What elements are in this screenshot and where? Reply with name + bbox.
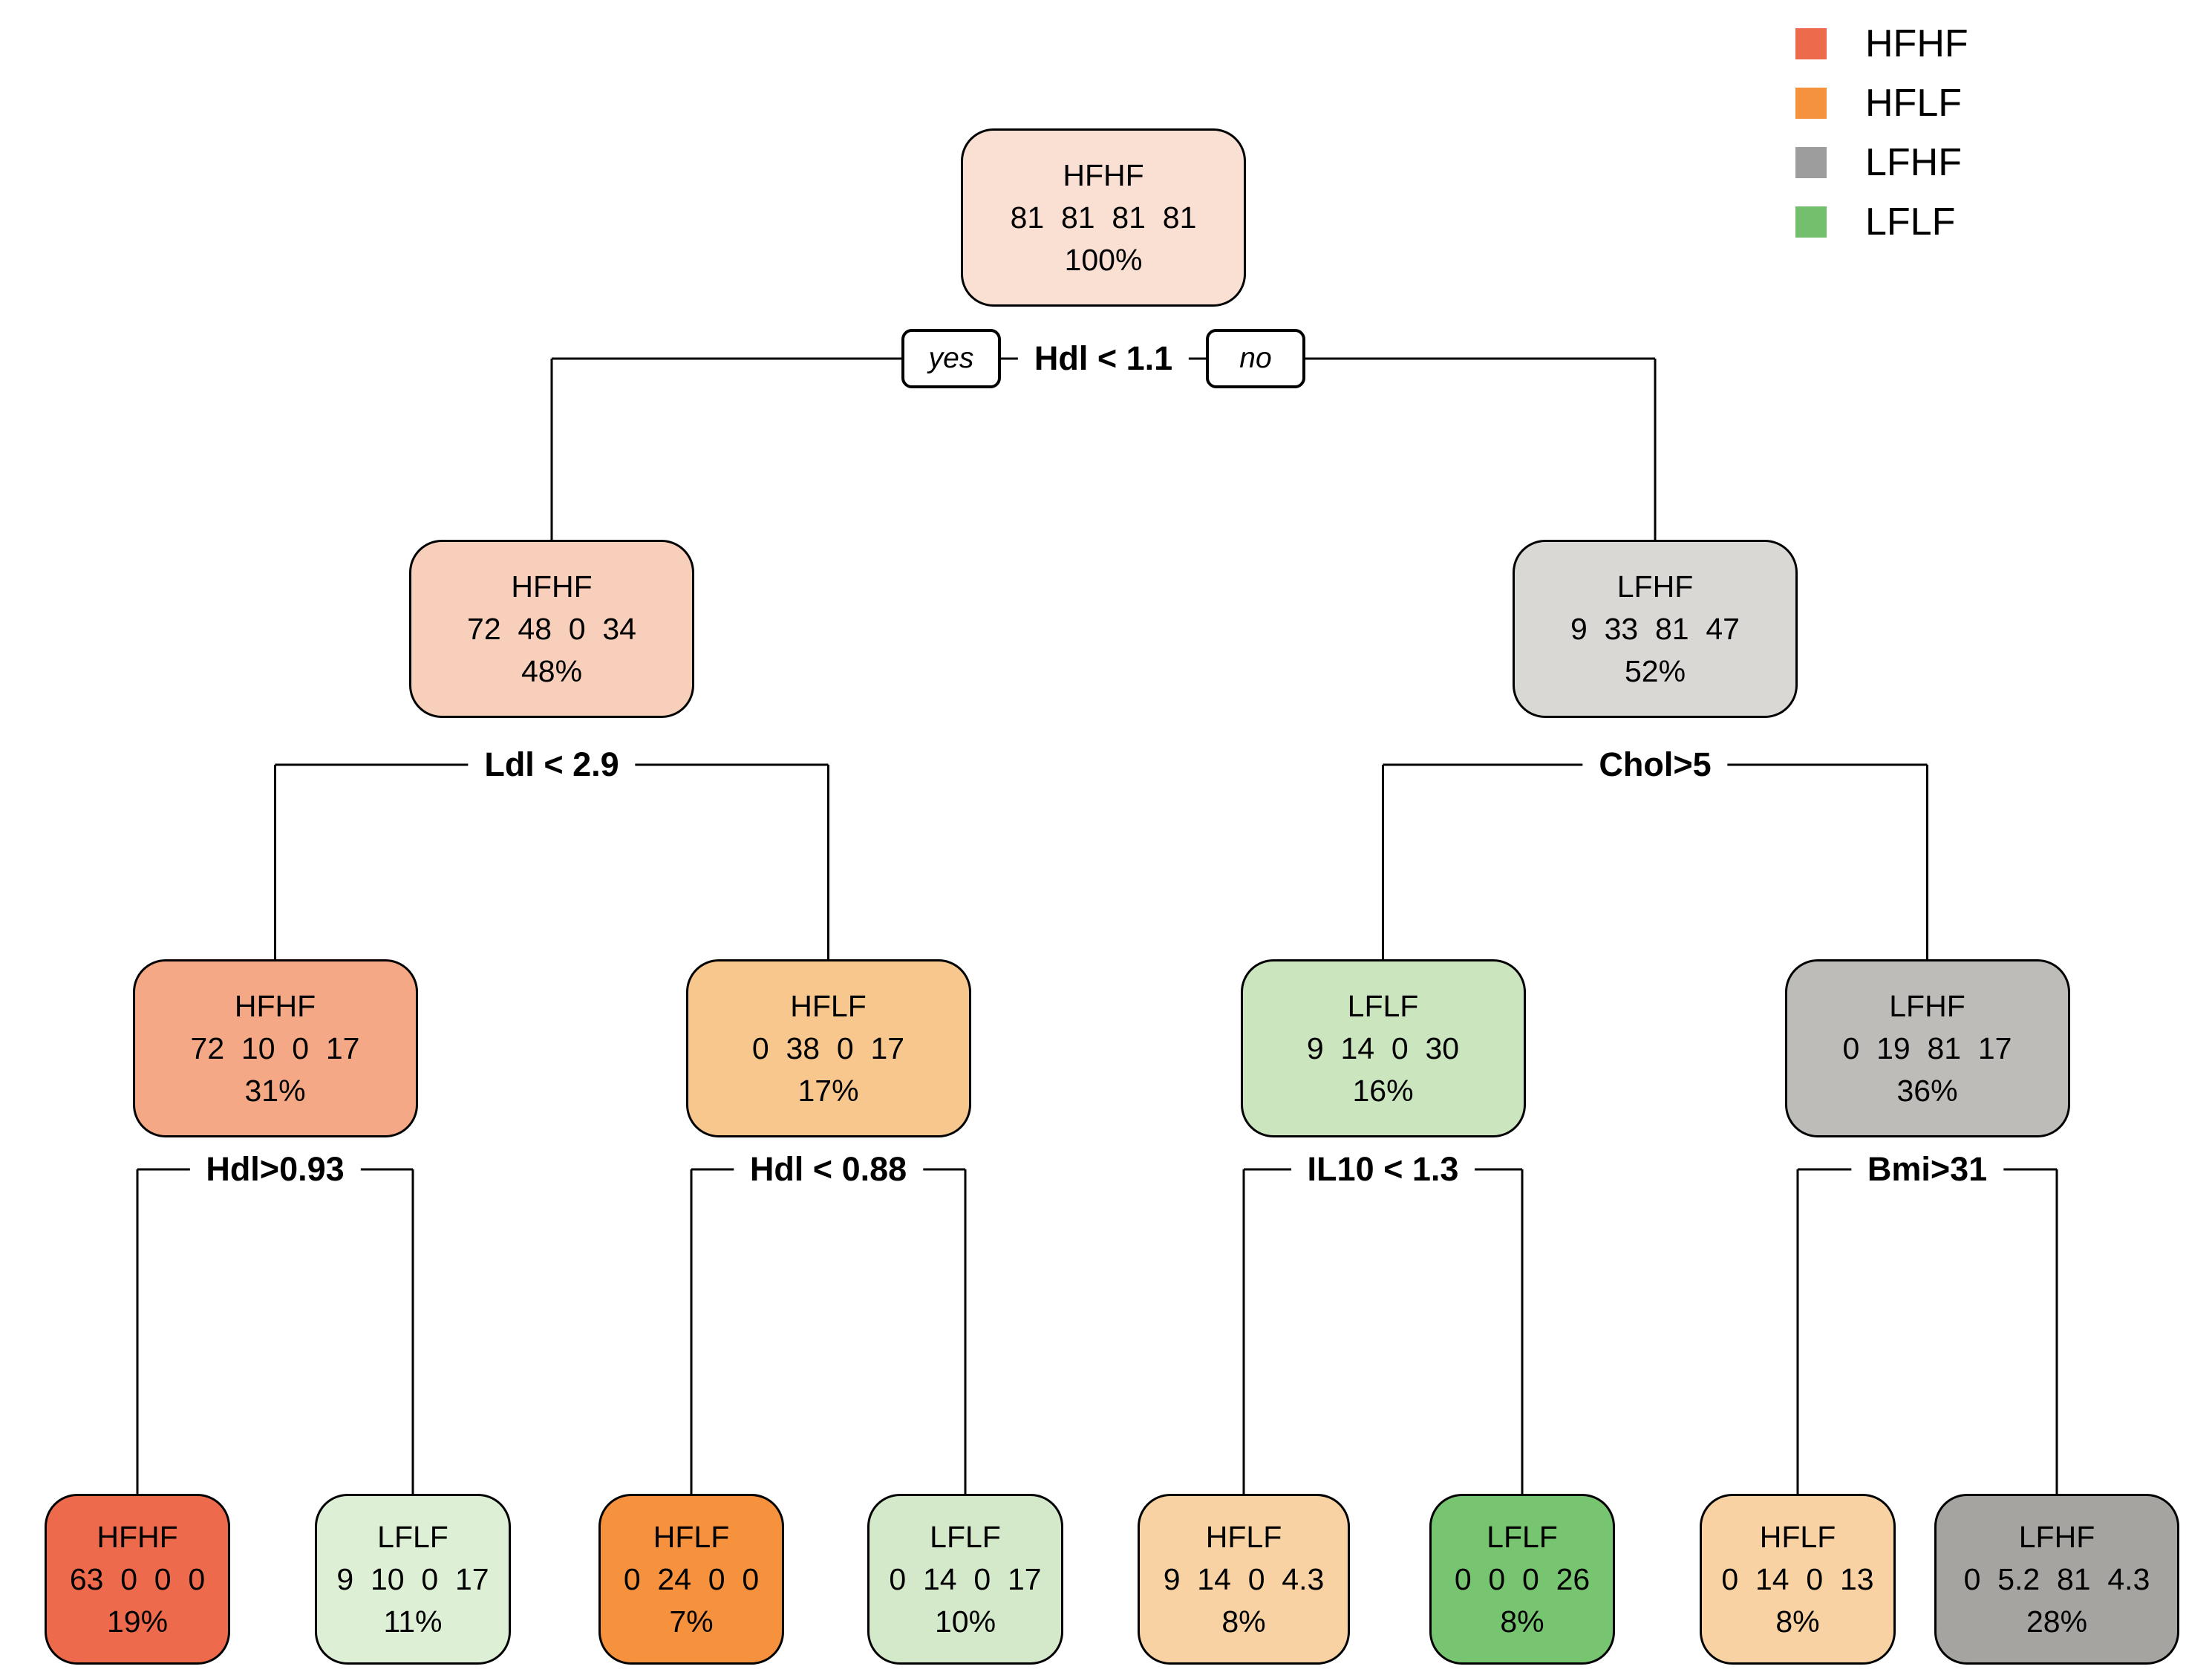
node-class-counts: 0 5.2 81 4.3	[1963, 1561, 2150, 1596]
tree-node-leaf-lflf-11: LFLF 9 10 0 17 11%	[315, 1494, 511, 1665]
node-class-label: LFHF	[1616, 569, 1694, 604]
node-class-label: LFLF	[1487, 1519, 1558, 1554]
legend-swatch-lfhf	[1795, 147, 1827, 178]
tree-node-leaf-hflf-8b: HFLF 0 14 0 13 8%	[1700, 1494, 1896, 1665]
tree-node-lfhf-52: LFHF 9 33 81 47 52%	[1513, 540, 1798, 718]
tree-node-leaf-hflf-7: HFLF 0 24 0 0 7%	[598, 1494, 784, 1665]
legend-item-hflf: HFLF	[1795, 82, 1968, 125]
node-coverage-percent: 8%	[1500, 1604, 1544, 1639]
legend-swatch-hfhf	[1795, 28, 1827, 59]
node-class-label: HFLF	[1759, 1519, 1836, 1554]
split-label-lfhf-36: Bmi>31	[1850, 1147, 2004, 1192]
tree-node-lflf-16: LFLF 9 14 0 30 16%	[1240, 959, 1526, 1137]
node-class-counts: 0 0 0 26	[1454, 1561, 1591, 1596]
node-coverage-percent: 31%	[244, 1073, 306, 1108]
legend-swatch-lflf	[1795, 206, 1827, 238]
node-class-label: LFLF	[930, 1519, 1001, 1554]
tree-node-leaf-lflf-8: LFLF 0 0 0 26 8%	[1429, 1494, 1615, 1665]
node-coverage-percent: 7%	[669, 1604, 714, 1639]
node-class-label: HFHF	[234, 988, 316, 1023]
node-class-counts: 9 10 0 17	[336, 1561, 489, 1596]
node-class-label: HFLF	[1205, 1519, 1282, 1554]
node-class-counts: 81 81 81 81	[1010, 200, 1197, 235]
node-coverage-percent: 10%	[934, 1604, 996, 1639]
tree-node-leaf-hfhf-19: HFHF 63 0 0 0 19%	[45, 1494, 230, 1665]
node-class-counts: 0 14 0 13	[1721, 1561, 1874, 1596]
tree-node-leaf-lflf-10: LFLF 0 14 0 17 10%	[867, 1494, 1063, 1665]
node-coverage-percent: 19%	[106, 1604, 169, 1639]
node-coverage-percent: 28%	[2026, 1604, 2088, 1639]
branch-tag-no: no	[1206, 329, 1305, 388]
node-class-counts: 72 48 0 34	[467, 611, 636, 646]
split-label-hfhf-31: Hdl>0.93	[189, 1147, 361, 1192]
branch-tag-yes: yes	[901, 329, 1001, 388]
node-class-label: LFHF	[1889, 988, 1965, 1023]
node-coverage-percent: 11%	[383, 1604, 443, 1639]
legend-item-lflf: LFLF	[1795, 200, 1968, 244]
tree-node-lfhf-36: LFHF 0 19 81 17 36%	[1784, 959, 2070, 1137]
legend-swatch-hflf	[1795, 88, 1827, 119]
node-class-label: HFLF	[653, 1519, 730, 1554]
split-label-hflf-17: Hdl < 0.88	[733, 1147, 924, 1192]
tree-node-hfhf-31: HFHF 72 10 0 17 31%	[132, 959, 418, 1137]
node-coverage-percent: 36%	[1896, 1073, 1958, 1108]
split-label-lflf-16: IL10 < 1.3	[1291, 1147, 1475, 1192]
node-class-counts: 63 0 0 0	[69, 1561, 206, 1596]
node-coverage-percent: 100%	[1064, 242, 1143, 277]
node-coverage-percent: 52%	[1624, 653, 1686, 688]
tree-node-leaf-hflf-8a: HFLF 9 14 0 4.3 8%	[1138, 1494, 1350, 1665]
node-class-label: HFHF	[511, 569, 593, 604]
node-coverage-percent: 48%	[521, 653, 583, 688]
node-class-counts: 0 14 0 17	[889, 1561, 1042, 1596]
legend-label-lfhf: LFHF	[1865, 141, 1962, 184]
node-class-label: LFHF	[2018, 1519, 2095, 1554]
legend-label-hfhf: HFHF	[1865, 22, 1968, 65]
tree-node-hfhf-48: HFHF 72 48 0 34 48%	[409, 540, 694, 718]
legend-item-hfhf: HFHF	[1795, 22, 1968, 65]
node-class-counts: 9 33 81 47	[1570, 611, 1740, 646]
node-coverage-percent: 8%	[1221, 1604, 1266, 1639]
node-coverage-percent: 16%	[1352, 1073, 1414, 1108]
split-label-root: Hdl < 1.1	[1017, 336, 1190, 381]
node-class-label: LFLF	[377, 1519, 448, 1554]
node-class-label: HFHF	[97, 1519, 178, 1554]
legend-label-hflf: HFLF	[1865, 82, 1962, 125]
node-class-counts: 9 14 0 30	[1306, 1031, 1460, 1065]
node-class-label: HFHF	[1063, 157, 1144, 192]
split-label-lfhf-52: Chol>5	[1582, 742, 1728, 787]
node-class-label: HFLF	[790, 988, 867, 1023]
node-coverage-percent: 17%	[797, 1073, 859, 1108]
tree-node-root: HFHF 81 81 81 81 100%	[961, 128, 1246, 307]
node-class-counts: 72 10 0 17	[190, 1031, 360, 1065]
node-class-counts: 9 14 0 4.3	[1163, 1561, 1325, 1596]
node-class-label: LFLF	[1347, 988, 1419, 1023]
node-class-counts: 0 38 0 17	[751, 1031, 905, 1065]
legend-item-lfhf: LFHF	[1795, 141, 1968, 184]
legend-label-lflf: LFLF	[1865, 200, 1956, 244]
legend: HFHF HFLF LFHF LFLF	[1795, 22, 1968, 244]
tree-node-leaf-lfhf-28: LFHF 0 5.2 81 4.3 28%	[1934, 1494, 2179, 1665]
split-label-hfhf-48: Ldl < 2.9	[468, 742, 636, 787]
node-class-counts: 0 24 0 0	[623, 1561, 760, 1596]
node-coverage-percent: 8%	[1775, 1604, 1820, 1639]
tree-node-hflf-17: HFLF 0 38 0 17 17%	[685, 959, 971, 1137]
node-class-counts: 0 19 81 17	[1842, 1031, 2012, 1065]
